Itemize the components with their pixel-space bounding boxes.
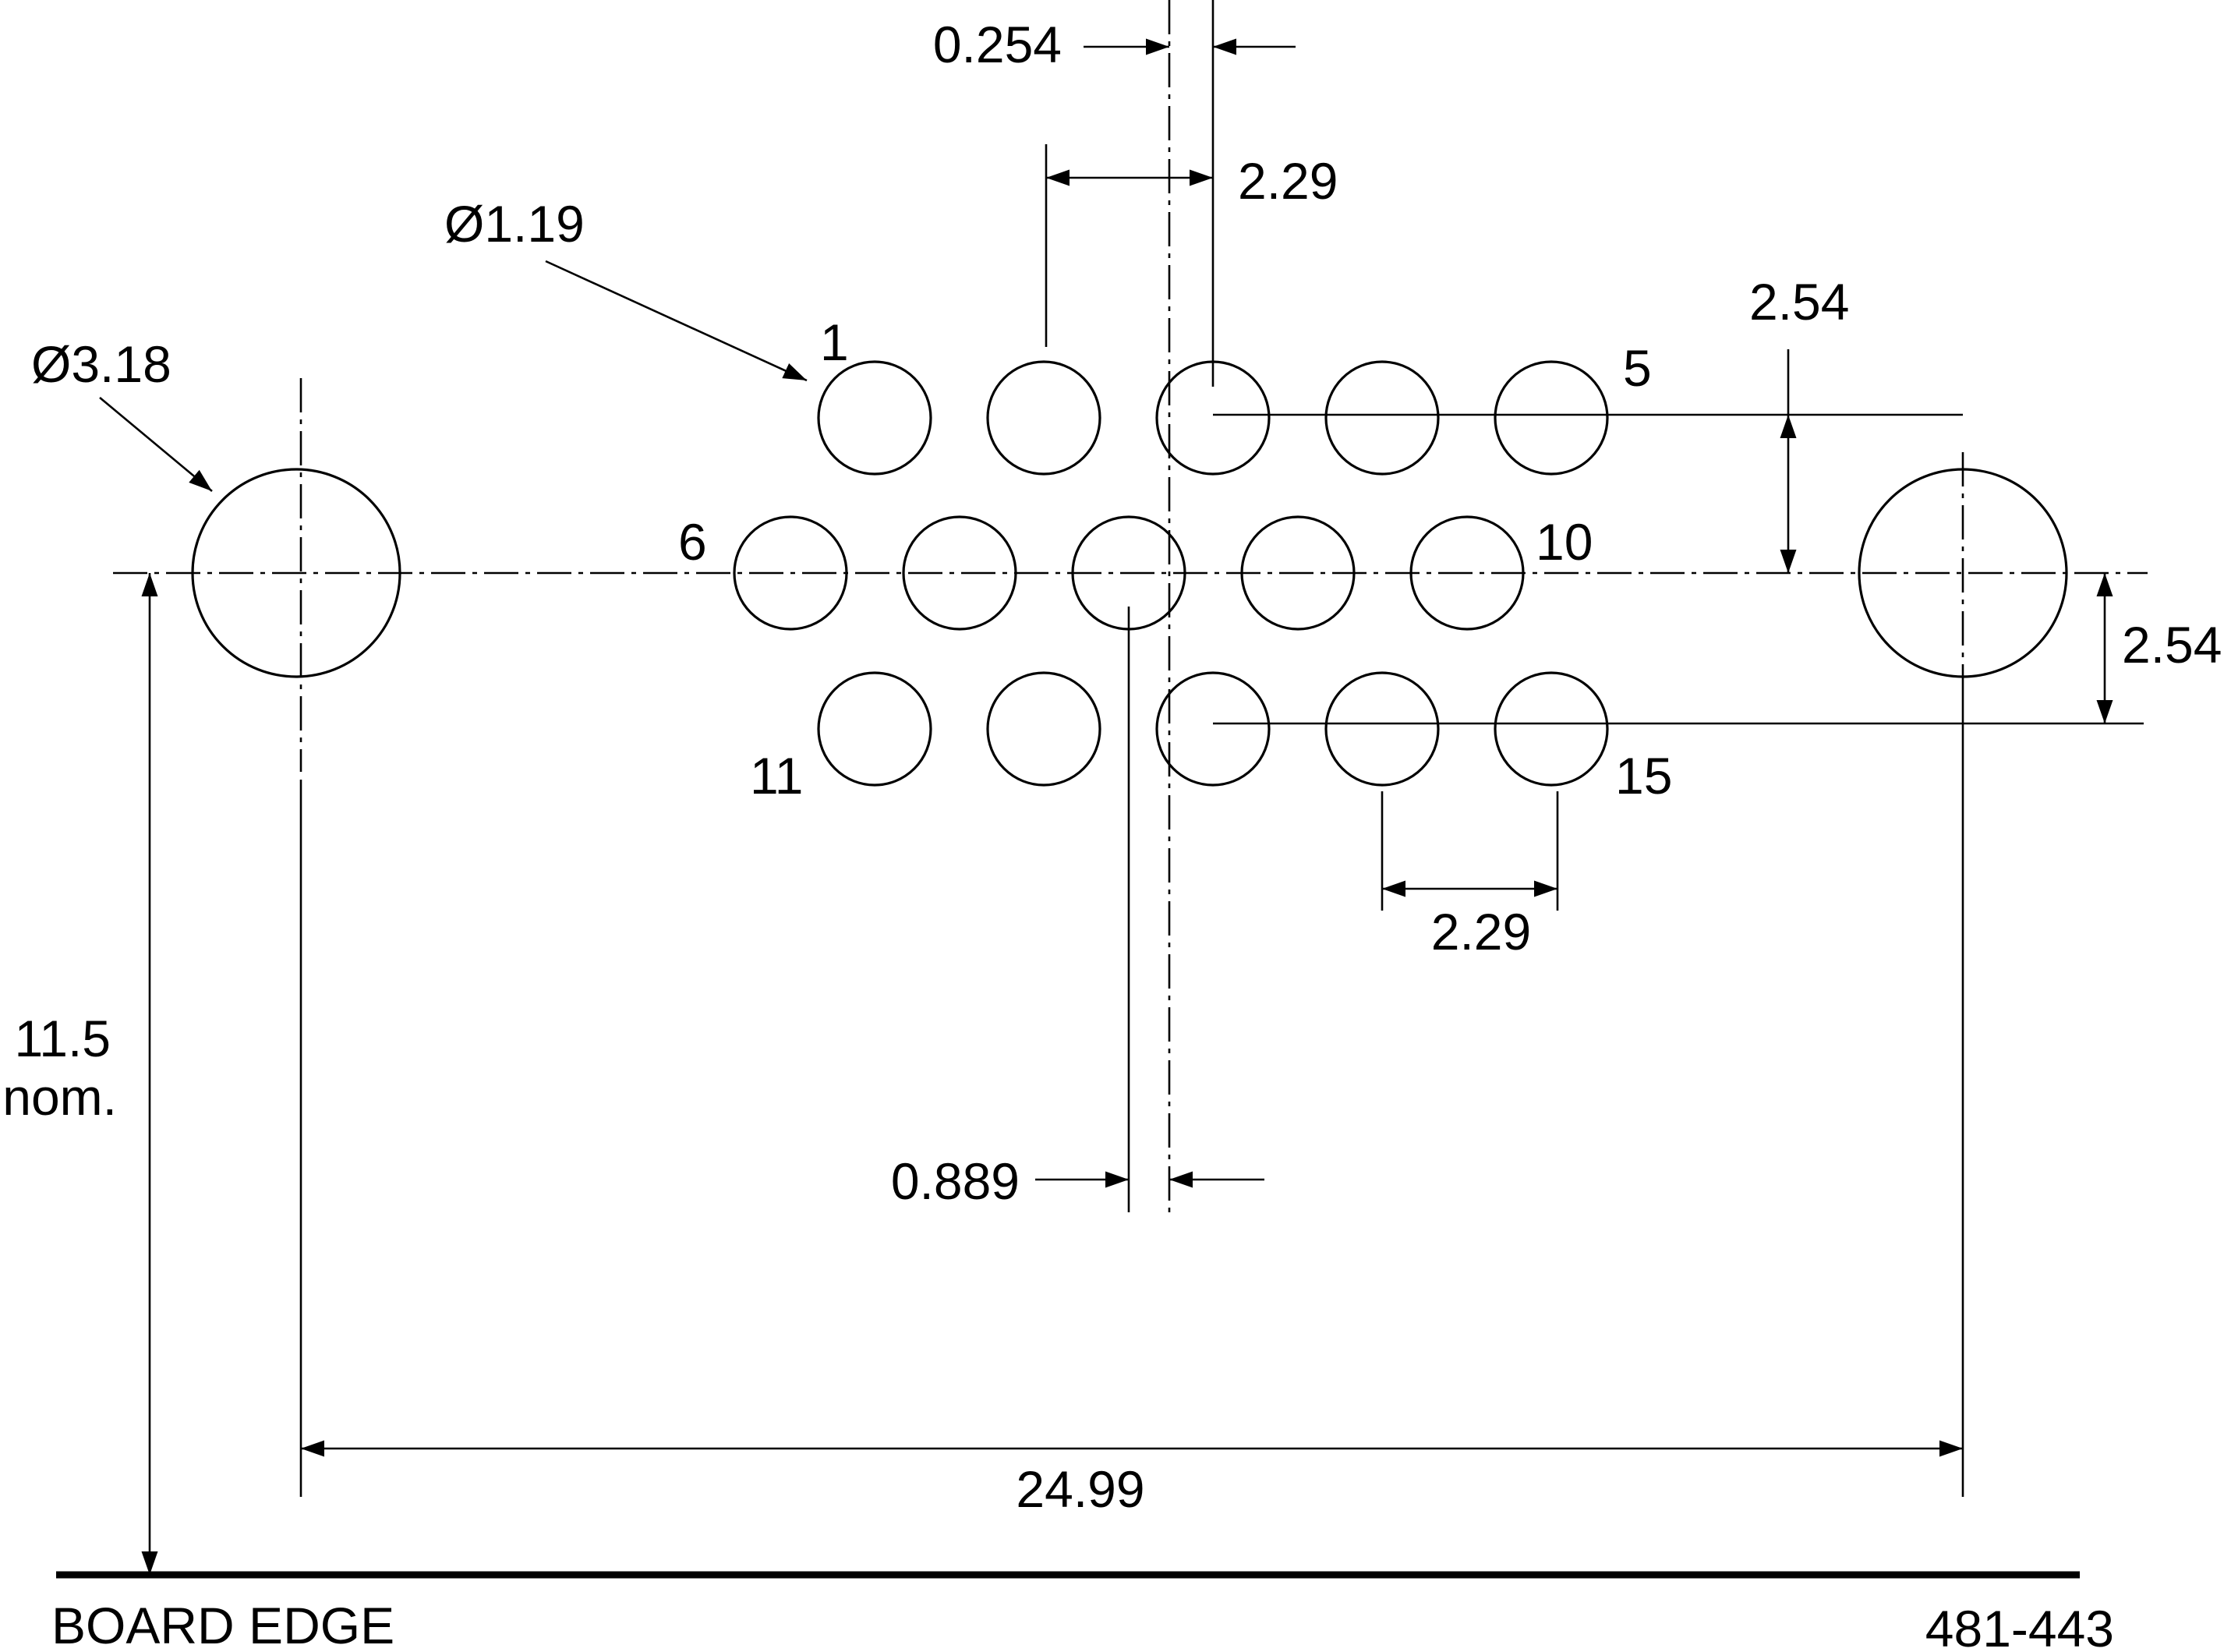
dimension-lines: [99, 38, 2113, 1575]
pin-hole-15: [1494, 671, 1609, 787]
dim-label-0254: 0.254: [933, 16, 1062, 73]
dim-label-229-bottom: 2.29: [1431, 903, 1531, 960]
dim-label-pin-hole-dia: Ø1.19: [444, 195, 585, 253]
pin-hole-14: [1324, 671, 1440, 787]
pin-label-15: 15: [1615, 747, 1672, 805]
dim-label-254-bottom: 2.54: [2122, 616, 2222, 674]
dim-label-mount-hole-dia: Ø3.18: [31, 335, 171, 393]
pin-hole-11: [817, 671, 932, 787]
pin-label-10: 10: [1536, 513, 1593, 571]
board-edge-label: BOARD EDGE: [51, 1597, 394, 1652]
pin-label-11: 11: [750, 747, 804, 805]
pin-hole-2: [986, 360, 1101, 476]
dim-label-2499: 24.99: [1016, 1460, 1144, 1518]
dim-label-115: 11.5: [14, 1010, 111, 1067]
centerlines: [113, 0, 2148, 1212]
pin-label-5: 5: [1623, 339, 1652, 397]
pin-label-6: 6: [678, 513, 707, 571]
dim-label-229-top: 2.29: [1238, 152, 1338, 210]
pin-hole-5: [1494, 360, 1609, 476]
dim-label-0889: 0.889: [891, 1152, 1020, 1210]
dim-label-115-note: nom.: [2, 1068, 117, 1126]
pin-hole-1: [817, 360, 932, 476]
leader-mount-hole-dia: [99, 397, 213, 492]
pin-hole-12: [986, 671, 1101, 787]
pin-row-bottom: [817, 671, 1609, 787]
pin-label-1: 1: [820, 313, 849, 371]
leader-pin-hole-dia: [545, 260, 808, 382]
dim-label-254-top: 2.54: [1749, 273, 1849, 331]
pin-hole-13: [1155, 671, 1271, 787]
pin-hole-4: [1324, 360, 1440, 476]
figure-code: 481-443: [1925, 1600, 2114, 1652]
